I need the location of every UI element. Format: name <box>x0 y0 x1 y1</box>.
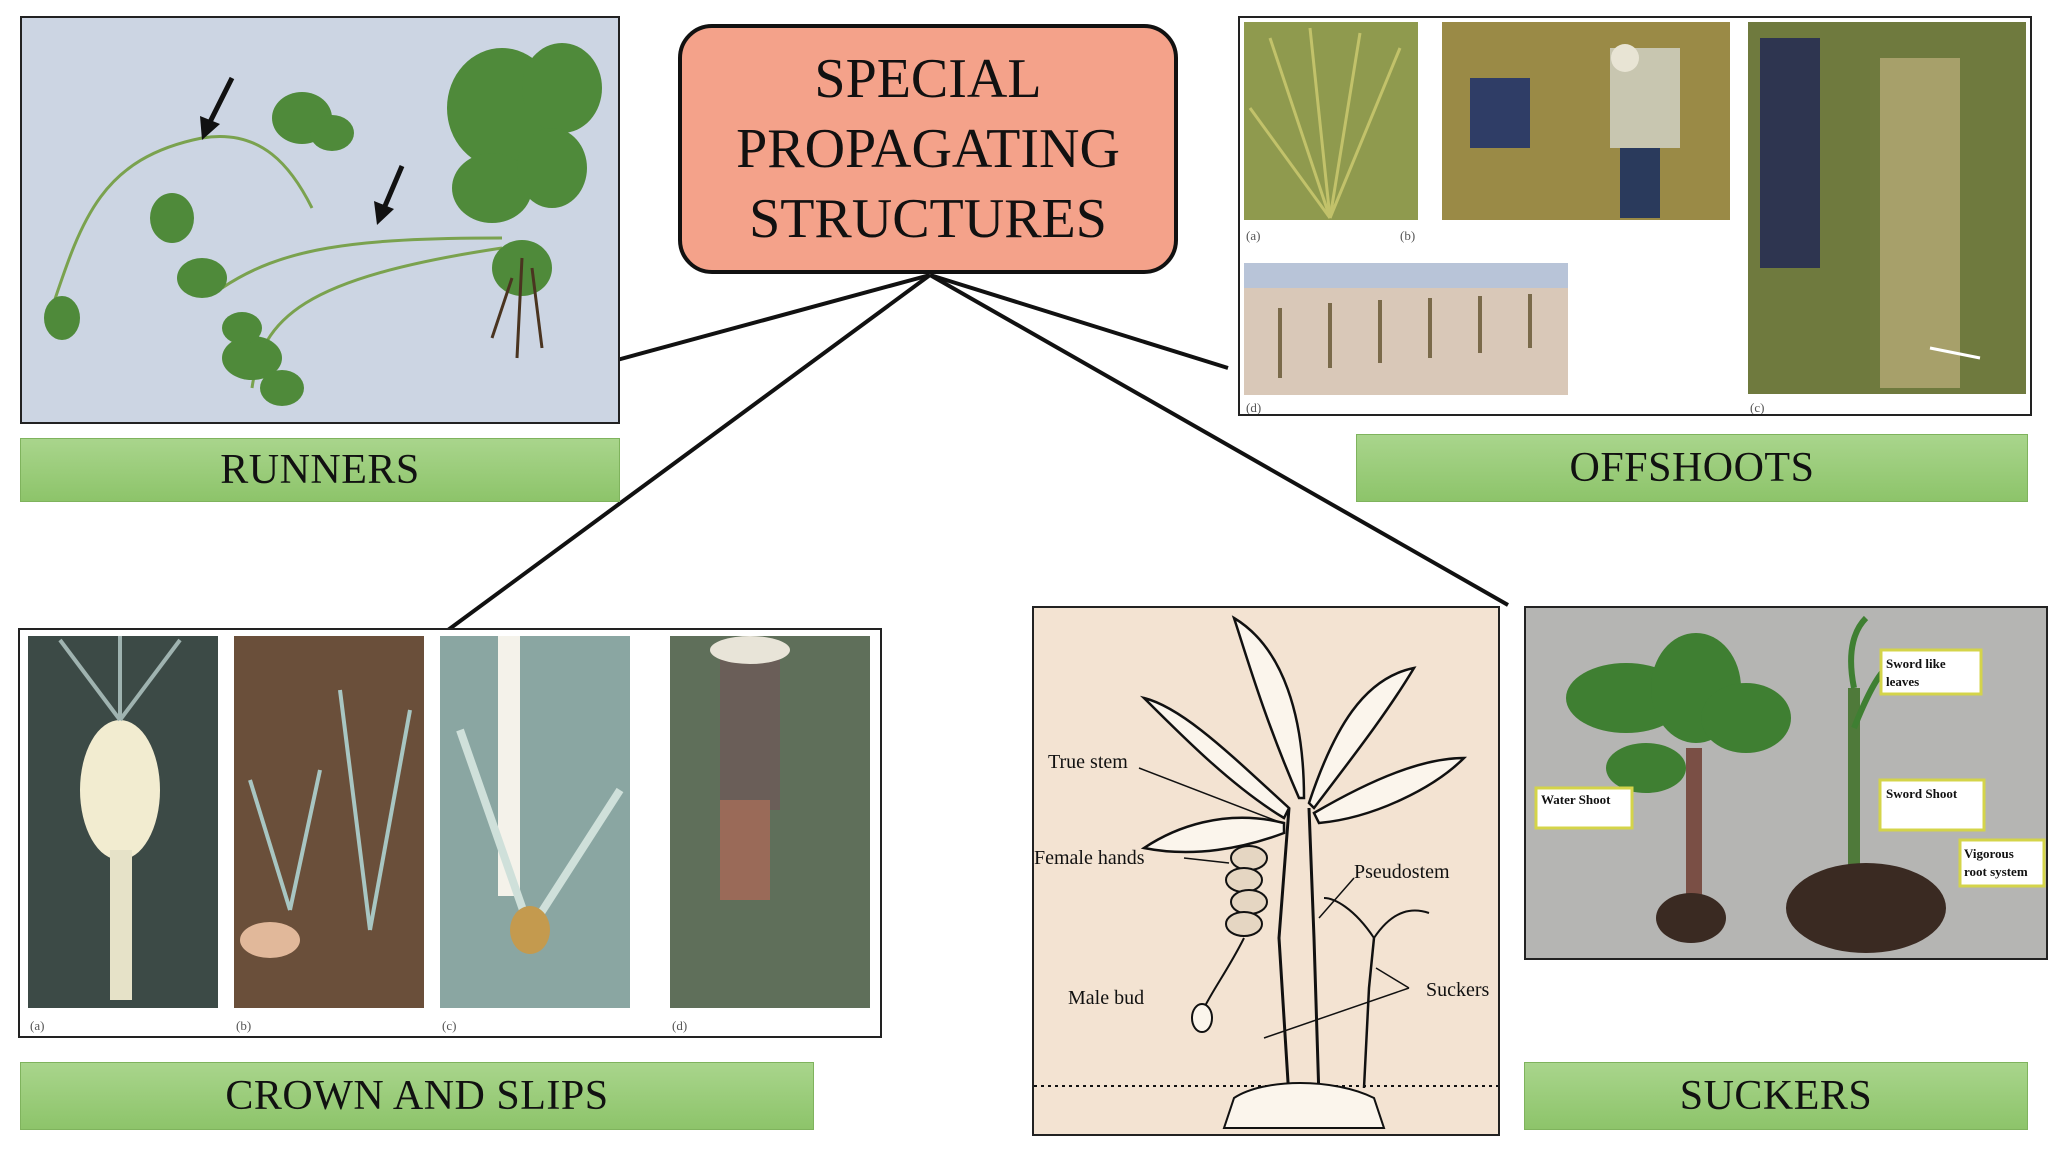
title-line-2: PROPAGATING <box>736 118 1120 180</box>
crown-panel-b: (b) <box>236 1018 251 1033</box>
label-water-shoot: Water Shoot <box>1541 792 1611 807</box>
banana-sucker-photo-illustration: Sword like leaves Water Shoot Sword Shoo… <box>1526 608 2046 958</box>
crown-panel-d: (d) <box>672 1018 687 1033</box>
label-true-stem: True stem <box>1048 751 1128 773</box>
title-box: SPECIAL PROPAGATING STRUCTURES <box>678 24 1178 274</box>
connector-offshoots <box>929 273 1229 370</box>
offshoots-panel-d: (d) <box>1246 400 1261 414</box>
label-pseudostem: Pseudostem <box>1354 861 1450 883</box>
pineapple-crown-illustration: (a) (b) (c) (d) <box>20 630 880 1036</box>
runners-photo <box>20 16 620 424</box>
offshoots-panel-c: (c) <box>1750 400 1764 414</box>
crown-panel-a: (a) <box>30 1018 44 1033</box>
label-suckers-diagram: Suckers <box>1426 979 1490 1001</box>
label-male-bud: Male bud <box>1068 987 1144 1009</box>
offshoots-panel-b: (b) <box>1400 228 1415 243</box>
banana-plant-drawing: True stem Female hands Pseudostem Male b… <box>1034 608 1498 1134</box>
label-runners: RUNNERS <box>20 438 620 502</box>
offshoots-panel-a: (a) <box>1246 228 1260 243</box>
date-palm-offshoot-illustration: (a) (b) (d) (c) <box>1240 18 2030 414</box>
label-sword-shoot: Sword Shoot <box>1886 786 1958 801</box>
connector-runners <box>616 273 931 362</box>
label-offshoots: OFFSHOOTS <box>1356 434 2028 502</box>
banana-sucker-diagram: True stem Female hands Pseudostem Male b… <box>1032 606 1500 1136</box>
suckers-photo: Sword like leaves Water Shoot Sword Shoo… <box>1524 606 2048 960</box>
label-sword-leaves-1: Sword like <box>1886 656 1946 671</box>
crown-slips-photo: (a) (b) (c) (d) <box>18 628 882 1038</box>
strawberry-runner-illustration <box>22 18 618 422</box>
label-suckers: SUCKERS <box>1524 1062 2028 1130</box>
label-vigorous-2: root system <box>1964 864 2028 879</box>
label-female-hands: Female hands <box>1034 847 1145 869</box>
label-vigorous-1: Vigorous <box>1964 846 2014 861</box>
label-sword-leaves-2: leaves <box>1886 674 1919 689</box>
crown-panel-c: (c) <box>442 1018 456 1033</box>
label-crown-slips: CROWN AND SLIPS <box>20 1062 814 1130</box>
offshoots-photo: (a) (b) (d) (c) <box>1238 16 2032 416</box>
title-line-3: STRUCTURES <box>749 188 1107 250</box>
title-line-1: SPECIAL <box>814 48 1042 110</box>
